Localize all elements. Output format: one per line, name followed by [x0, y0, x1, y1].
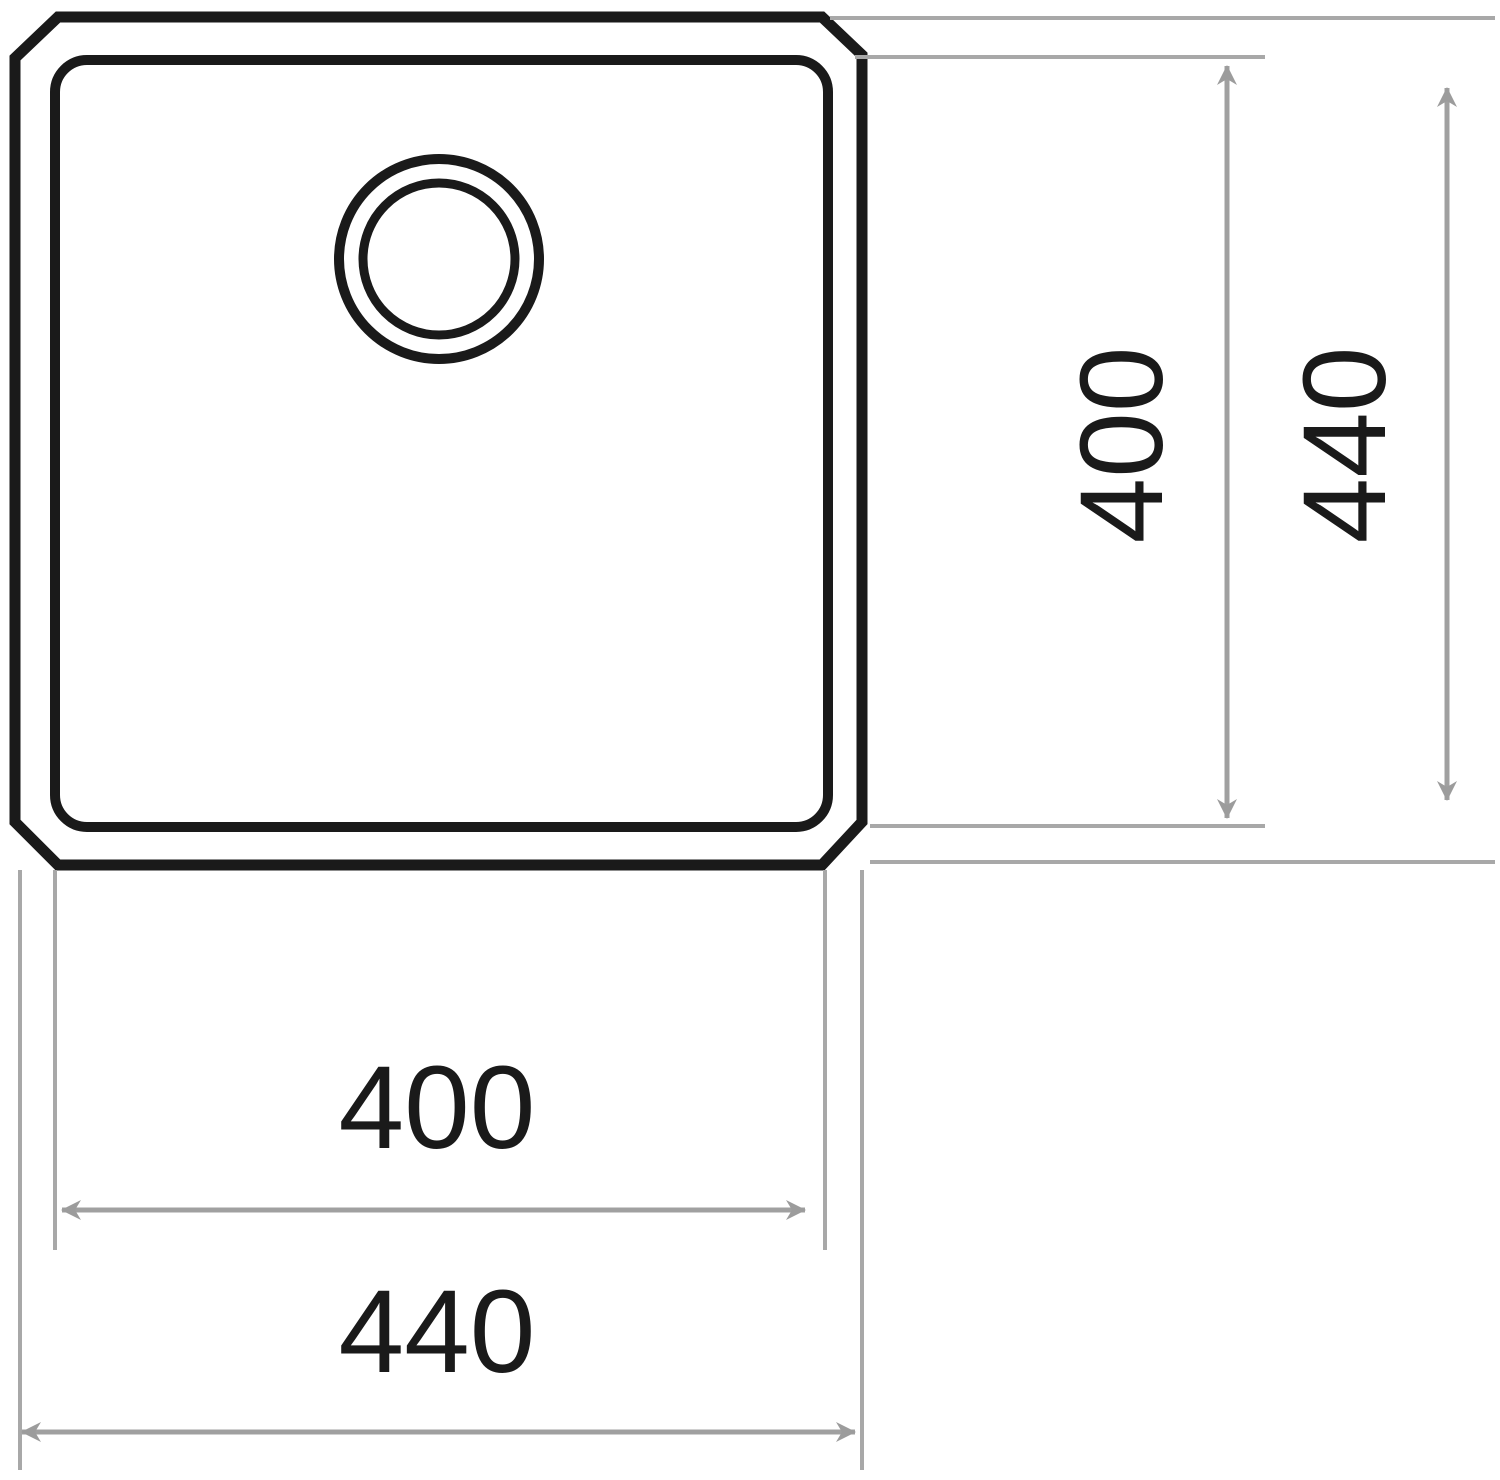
inner-width-label: 400: [339, 1042, 536, 1174]
extension-lines: [18, 16, 1495, 1470]
drain-outer-ring: [334, 154, 544, 364]
sink-outer-rim: [9, 11, 868, 871]
drain-inner-ring: [358, 178, 520, 340]
outer-width-label: 440: [339, 1266, 536, 1398]
outer-depth-label: 440: [1279, 347, 1411, 544]
sink-bowl: [50, 55, 833, 832]
inner-depth-label: 400: [1056, 347, 1188, 544]
